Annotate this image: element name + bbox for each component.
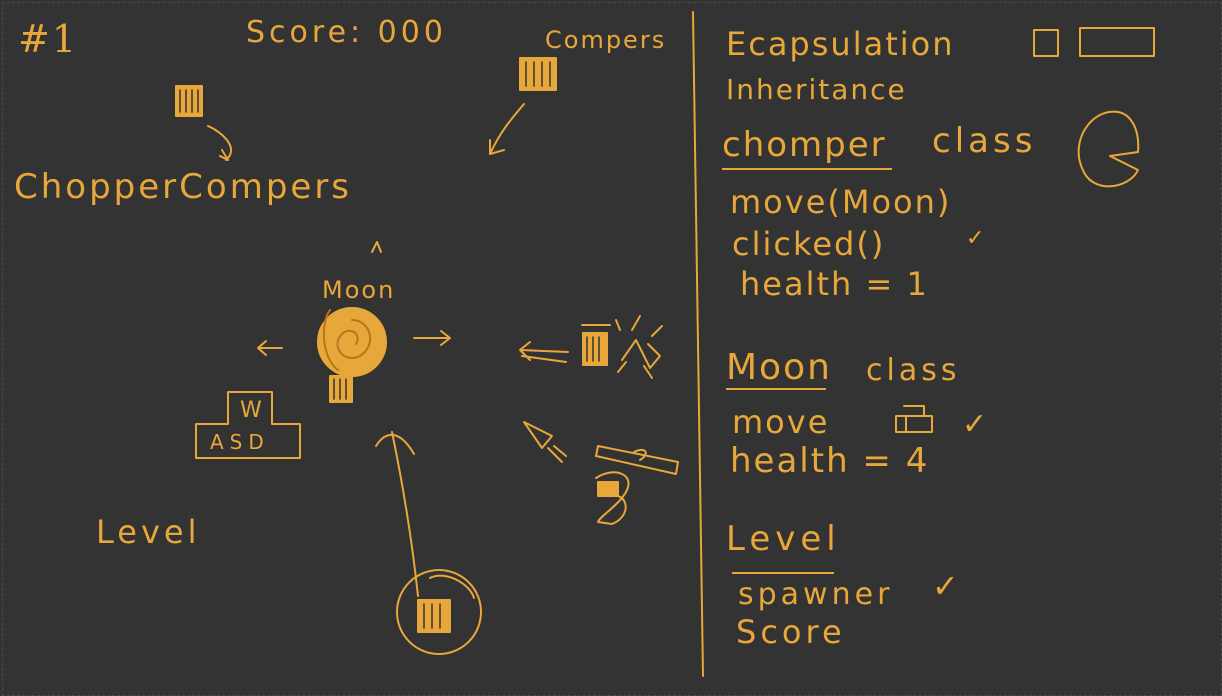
moon-label: Moon (322, 276, 396, 304)
level-member-score: Score (736, 613, 846, 651)
moon-member-health: health = 4 (730, 441, 930, 481)
check-icon: ✓ (966, 226, 987, 251)
moon-member-move: move (732, 403, 830, 441)
chomper-sprite-icon (175, 85, 203, 117)
arrow-icon (489, 103, 525, 155)
game-title: ChopperCompers (14, 167, 353, 207)
arrow-icon (257, 340, 283, 356)
arrow-icon (375, 431, 419, 597)
chomper-sprite-icon (396, 569, 482, 655)
wasd-keys-icon (195, 391, 301, 459)
moon-class-underline (726, 388, 826, 390)
chomper-member-move: move(Moon) (730, 183, 952, 221)
chomper-class-suffix: class (932, 121, 1037, 161)
level-number: #1 (18, 17, 79, 61)
chomper-class-title: chomper (722, 125, 887, 165)
score-label: Score: 000 (246, 15, 447, 50)
rectangle-shape-icon (1079, 27, 1155, 57)
level-class-underline (732, 572, 834, 574)
arrow-icon (519, 341, 569, 363)
level-class-title: Level (726, 519, 841, 559)
level-label: Level (96, 513, 201, 551)
cannon-icon (595, 445, 679, 525)
chomper-sprite-icon (519, 57, 557, 91)
moon-icon (317, 307, 387, 403)
chomper-sprite-icon (581, 324, 611, 366)
pacman-icon (1077, 110, 1140, 188)
moon-class-title: Moon (726, 347, 832, 388)
chomper-member-clicked: clicked() (732, 225, 886, 263)
arrow-icon (523, 421, 567, 463)
arrow-icon (207, 125, 233, 161)
arrow-icon (413, 330, 451, 346)
key-asd-label: ASD (210, 430, 270, 454)
arrow-icon (371, 241, 382, 253)
chompers-label: Compers (545, 26, 667, 54)
check-icon: ✓ (932, 567, 961, 605)
square-shape-icon (1033, 29, 1059, 57)
moon-class-suffix: class (866, 353, 961, 388)
key-w-label: W (240, 398, 264, 423)
chomper-member-health: health = 1 (740, 265, 929, 303)
concept-encapsulation: Ecapsulation (726, 25, 955, 63)
check-icon: ✓ (962, 407, 990, 442)
explosion-icon (615, 315, 663, 379)
chomper-class-underline (722, 168, 892, 170)
stack-icon (895, 405, 933, 433)
level-member-spawner: spawner (738, 577, 894, 612)
concept-inheritance: Inheritance (726, 73, 907, 106)
panel-divider (692, 11, 704, 677)
